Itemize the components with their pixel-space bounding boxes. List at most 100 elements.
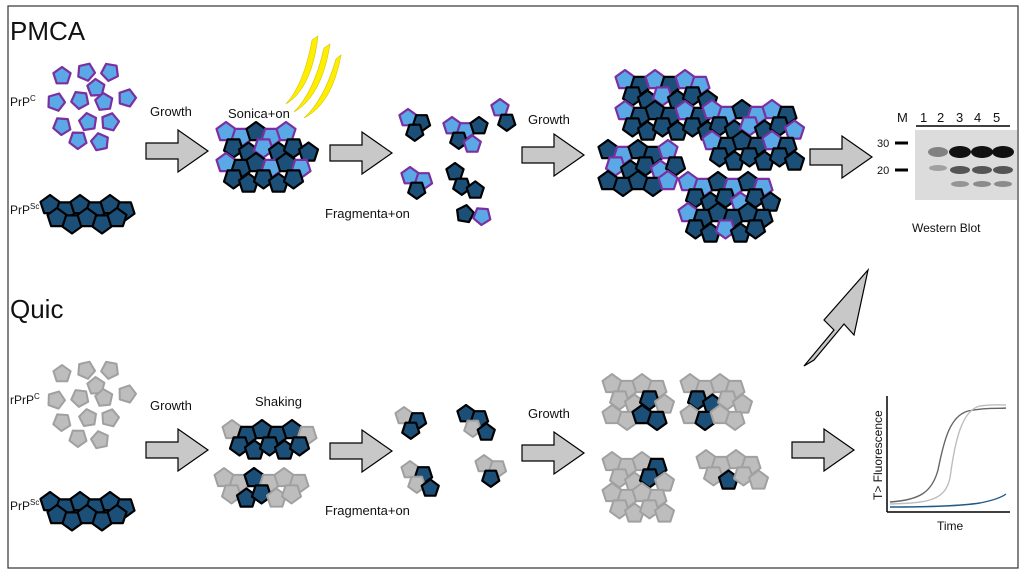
shaking-label: Shaking (255, 394, 302, 409)
prpsc-monomer (469, 115, 489, 135)
prpsc-monomer (597, 138, 619, 160)
prpsc-monomer (707, 201, 729, 223)
prpc-monomer (68, 131, 88, 151)
prpc-monomer (701, 129, 723, 151)
sonication-wave-icon (285, 35, 342, 119)
pmca-fragmentation-label: Fragmenta+on (325, 206, 410, 221)
prpc-monomer (70, 90, 90, 111)
prpsc-monomer (275, 151, 297, 173)
prpsc-monomer (737, 201, 759, 223)
blot-band (994, 181, 1012, 187)
prpc-monomer (215, 120, 237, 142)
arrow-quic-plot (791, 427, 856, 473)
rprpc-monomer (101, 408, 120, 428)
arrow-pmca-western (809, 134, 874, 180)
prpsc-monomer (76, 206, 98, 228)
rprpc-monomer (52, 364, 72, 383)
prpsc-monomer (737, 170, 759, 192)
prpc-label: PrPC (10, 94, 36, 109)
prpsc-monomer (243, 466, 265, 488)
pmca-growth-label: Growth (150, 104, 192, 119)
prpc-monomer (701, 98, 723, 120)
blot-band (993, 166, 1013, 174)
prpc-monomer (215, 151, 237, 173)
lane-label: 2 (937, 110, 944, 125)
prpsc-monomer (282, 169, 305, 190)
plot-x-label: Time (937, 519, 964, 533)
rprpc-monomer (118, 384, 137, 404)
arrow-pmca-growth (145, 128, 210, 174)
prpsc-monomer (597, 169, 619, 191)
rprpc-monomer (679, 404, 701, 425)
prpsc-monomer (456, 403, 476, 423)
prpc-monomer (657, 138, 679, 160)
rprpc-label: rPrPC (10, 392, 40, 407)
prpc-monomer (99, 62, 120, 83)
prpsc-monomer (288, 436, 311, 457)
prpsc-monomer (281, 418, 303, 440)
prpsc-monomer (46, 206, 68, 228)
marker-label-20: 20 (877, 165, 889, 177)
quic-fragmentation-label: Fragmenta+on (325, 503, 410, 518)
lane-label: 3 (956, 110, 963, 125)
prpsc-monomer (106, 206, 128, 228)
blot-band (992, 146, 1014, 158)
rprpc-monomer (679, 373, 701, 394)
plot-curve-dark-gray (889, 407, 1007, 503)
prpsc-monomer (106, 503, 128, 525)
prpc-monomer (472, 207, 492, 227)
blot-band (972, 166, 992, 174)
prpsc-monomer (731, 98, 753, 120)
prpsc-monomer (646, 410, 668, 432)
arrow-pmca-fragment (329, 130, 394, 176)
rprpc-monomer (68, 429, 88, 448)
quic-growth-label: Growth (150, 398, 192, 413)
prpc-monomer (490, 97, 510, 117)
fluorescence-plot: T> Fluorescence Time (871, 396, 1010, 533)
prpc-monomer (400, 165, 420, 185)
blot-membrane (915, 130, 1017, 200)
blot-band (949, 146, 971, 158)
prpsc-monomer (481, 469, 501, 488)
prpsc-label: PrPSc (10, 202, 39, 217)
rprpc-monomer (47, 390, 66, 410)
prpsc-monomer (245, 151, 267, 173)
figure-frame (7, 5, 1019, 569)
arrow-quic-growth2 (521, 430, 586, 476)
prpsc-monomer (759, 191, 782, 212)
rprpc-monomer (100, 360, 119, 380)
blot-band (973, 181, 991, 187)
plot-curve-blue (889, 493, 1007, 508)
prpsc-monomer (420, 478, 440, 497)
plot-y-label: T> Fluorescence (871, 410, 885, 500)
prpc-monomer (275, 120, 297, 142)
prpc-monomer (614, 68, 636, 90)
prpsc-monomer (445, 161, 465, 181)
rprpc-monomer (631, 373, 653, 394)
marker-label-30: 30 (877, 138, 889, 150)
prpsc-monomer (476, 422, 496, 441)
prpc-monomer (89, 132, 109, 152)
prpsc-monomer (456, 204, 475, 224)
prpc-monomer (398, 107, 418, 127)
blot-band (951, 181, 969, 187)
blot-band (929, 165, 947, 171)
prpc-monomer (462, 134, 482, 153)
prpsc-monomer (245, 120, 267, 142)
prpc-monomer (657, 169, 679, 191)
prpc-monomer (674, 68, 696, 90)
western-blot-caption: Western Blot (912, 221, 981, 235)
prpc-monomer (94, 91, 114, 111)
rprpc-monomer (695, 449, 717, 470)
rprpc-monomer (709, 373, 731, 394)
prpsc-monomer (744, 219, 767, 240)
lane-label: 4 (974, 110, 981, 125)
prpsc-monomer (46, 503, 68, 525)
rprpc-monomer (70, 389, 90, 408)
prpc-monomer (677, 170, 699, 192)
prpsc-monomer (783, 150, 806, 171)
rprpc-monomer (631, 451, 653, 472)
lane-label: M (897, 110, 908, 125)
